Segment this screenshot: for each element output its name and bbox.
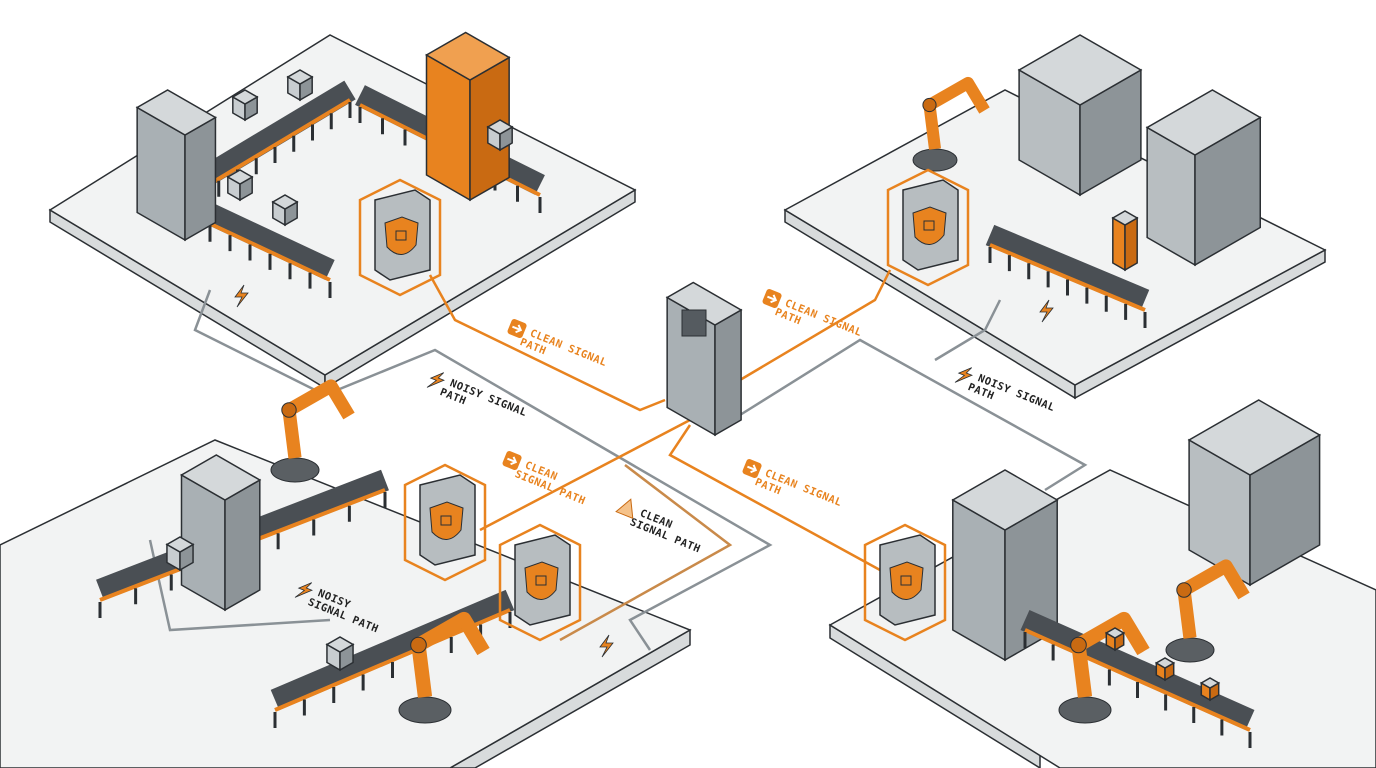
lightning-bolt-icon — [599, 634, 614, 658]
control-panel — [665, 281, 743, 437]
lightning-bolt-icon — [426, 372, 445, 388]
shield-lock-icon — [384, 216, 419, 255]
lightning-bolt-icon — [1039, 299, 1054, 323]
shield-lock-icon — [429, 501, 464, 540]
shield-lock-icon — [912, 206, 947, 245]
robot-arm — [912, 76, 990, 172]
package — [231, 89, 259, 122]
clean-wires — [428, 269, 892, 642]
robot-arm — [270, 379, 355, 483]
cnc-lathe — [1145, 89, 1262, 267]
worker — [1111, 210, 1139, 272]
security-module-shield — [358, 178, 442, 297]
robot-arm — [398, 611, 490, 724]
package — [271, 194, 299, 227]
package — [1104, 627, 1126, 652]
shield-lock-icon — [524, 561, 559, 600]
security-module-shield — [863, 523, 947, 642]
conveyor — [985, 224, 1150, 328]
package — [1154, 657, 1176, 682]
package — [1199, 677, 1221, 702]
orange-scanner — [424, 31, 511, 202]
lightning-bolt-icon — [234, 284, 249, 308]
shield-lock-icon — [889, 561, 924, 600]
oven-machine — [951, 469, 1059, 662]
package — [165, 536, 195, 572]
inspection-machine — [179, 454, 262, 612]
package — [226, 169, 254, 202]
cnc-mill — [1017, 34, 1143, 197]
xray-scanner — [135, 89, 217, 242]
package — [486, 119, 514, 152]
warning-icon — [615, 498, 634, 520]
security-module-shield — [403, 463, 487, 582]
conveyor — [1020, 609, 1255, 748]
security-module-shield — [498, 523, 582, 642]
cnc-machine — [1187, 399, 1322, 587]
lightning-bolt-icon — [954, 367, 973, 383]
lightning-bolt-icon — [294, 582, 313, 598]
security-module-shield — [886, 168, 970, 287]
package — [325, 636, 355, 672]
robot-arm — [1058, 611, 1150, 724]
control-panel-screen — [681, 309, 707, 337]
package — [286, 69, 314, 102]
robot-arm — [1165, 559, 1250, 663]
platform-bottom-left — [0, 439, 692, 768]
